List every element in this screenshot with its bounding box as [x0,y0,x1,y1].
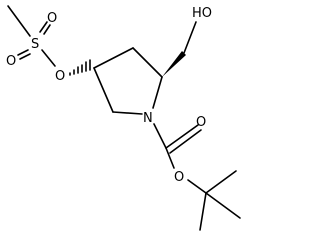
bond-n-carbonyl [153,123,167,149]
molecule-structure: HO S O O O N O O [6,5,241,231]
atom-label-sulfonyl-oxygen-2: O [6,54,16,69]
bond-methyl-sulfur [7,5,31,37]
bond-carbonyl-ester-oxygen [165,147,175,169]
bond-tbutyl-methyl-3 [199,192,207,231]
bond-ring-c4-c3 [93,47,134,69]
atom-label-sulfur: S [31,37,39,52]
bond-carbonyl-oxygen-a [165,124,199,149]
bond-ring-c2-n [152,76,163,109]
bond-ring-c3-c2 [132,47,163,78]
bond-tbutyl-methyl-1 [205,170,237,194]
structure-diagram: HO S O O O N O O [6,5,241,231]
bond-sulfur-oxygen-2b [19,53,31,60]
atom-label-hydroxyl: HO [192,6,212,21]
bond-carbonyl-oxygen-b [169,129,202,154]
atom-label-carbonyl-oxygen: O [196,115,206,130]
atom-label-ester-oxygen-boc: O [174,170,184,185]
atom-label-ester-oxygen-mesyl: O [55,69,65,84]
bond-ch2-hydroxyl [183,21,197,54]
bond-sulfur-ester-oxygen [41,49,56,67]
bond-ester-oxygen-tbutyl [187,179,207,194]
bond-sulfur-oxygen-2 [17,49,29,56]
bond-tbutyl-methyl-2 [205,192,241,219]
bond-sulfur-oxygen-1b [39,21,48,33]
bond-sulfur-oxygen-1 [43,24,51,35]
bond-ring-ch2-wedge [162,51,186,77]
bond-ring-c5-c4 [93,67,114,113]
bond-ester-oxygen-ring-hashed [69,59,91,76]
bond-ring-n-c5 [112,111,143,115]
atom-label-sulfonyl-oxygen-1: O [47,11,57,26]
atom-label-ring-nitrogen: N [143,111,153,126]
